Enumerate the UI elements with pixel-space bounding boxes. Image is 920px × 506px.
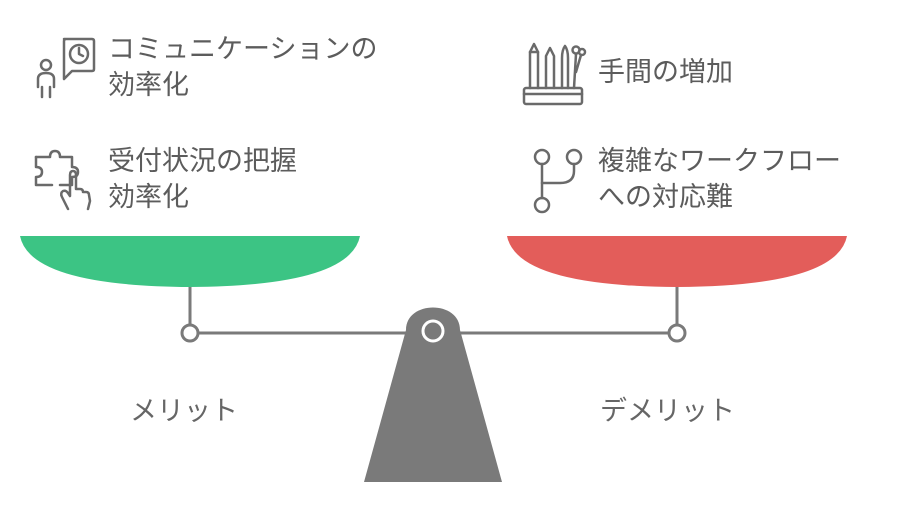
demerit-item-label: 手間の増加: [598, 57, 733, 88]
merit-item-communication: コミュニケーションの 効率化: [28, 32, 377, 104]
merit-item-label: コミュニケーションの 効率化: [108, 34, 378, 101]
scale-stand: [364, 307, 502, 482]
demerit-item-label: 複雑なワークフロー への対応難: [598, 146, 841, 213]
puzzle-hand-icon: [34, 149, 92, 211]
demerit-item-workload: 手間の増加: [518, 38, 733, 108]
person-clock-speech-icon: [36, 37, 96, 99]
merit-item-reception-status: 受付状況の把握 効率化: [28, 144, 297, 216]
pencil-holder-icon: [522, 42, 587, 106]
merit-pan: [20, 236, 360, 287]
right-beam-end: [667, 323, 687, 343]
scale-pivot: [421, 319, 445, 343]
merit-item-label: 受付状況の把握 効率化: [108, 146, 297, 213]
demerit-title: デメリット: [600, 396, 735, 427]
demerit-pan: [507, 236, 847, 287]
demerit-item-complex-workflow: 複雑なワークフロー への対応難: [518, 144, 841, 216]
merit-title: メリット: [130, 396, 238, 427]
git-branch-icon: [533, 148, 583, 214]
left-beam-end: [180, 323, 200, 343]
